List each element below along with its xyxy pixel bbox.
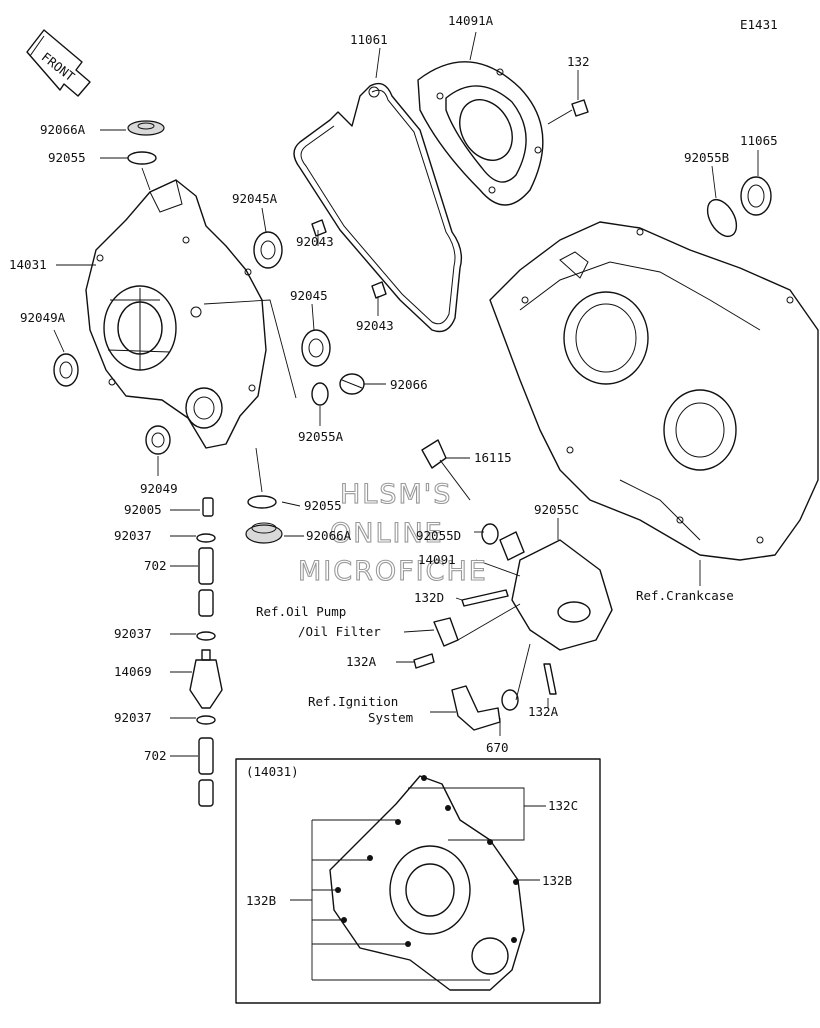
part-label-132: 132 [567, 54, 590, 69]
o-ring-92055B [706, 198, 738, 238]
part-label-132A: 132A [528, 704, 559, 719]
ref-system-label: System [368, 710, 413, 725]
part-label-16115: 16115 [474, 450, 512, 465]
bolt-132A-a [413, 653, 435, 669]
inset-cover-drawing [329, 775, 525, 991]
part-label-670: 670 [486, 740, 509, 755]
inset-box [235, 758, 601, 1004]
part-label-92005: 92005 [124, 502, 162, 517]
part-label-132B: 132B [246, 893, 276, 908]
ref-crankcase-label: Ref.Crankcase [636, 588, 734, 603]
front-arrow-icon: FRONT [26, 29, 91, 97]
part-label-92066A: 92066A [40, 122, 86, 137]
part-label-92045: 92045 [290, 288, 328, 303]
part-label-92055A: 92055A [298, 429, 344, 444]
part-label-132D: 132D [414, 590, 444, 605]
o-ring-92055D [481, 523, 499, 545]
part-label-92055: 92055 [304, 498, 342, 513]
dowel-92043-a [311, 219, 327, 237]
ref-oil-pump-label: Ref.Oil Pump [256, 604, 346, 619]
diagram-code: E1431 [740, 17, 778, 32]
bearing-92045A [253, 231, 283, 269]
cover-14091 [499, 531, 613, 651]
reference-labels: Ref.Crankcase Ref.Oil Pump /Oil Filter R… [256, 588, 734, 725]
part-label-14091A: 14091A [448, 13, 494, 28]
bolt-132A-b [543, 663, 557, 695]
part-label-132A: 132A [346, 654, 377, 669]
inset-title: (14031) [246, 764, 299, 779]
part-label-11061: 11061 [350, 32, 388, 47]
watermark: HLSM'S ONLINE MICROFICHE [297, 478, 488, 587]
part-label-92055C: 92055C [534, 502, 579, 517]
o-ring-92055A [311, 382, 329, 406]
plate-14091A [417, 61, 544, 206]
watermark-line-3: MICROFICHE [298, 556, 488, 587]
gasket-11061 [293, 82, 463, 333]
seal-92049A [53, 353, 79, 387]
bearing-92045 [301, 329, 331, 367]
part-label-702: 702 [144, 748, 167, 763]
dowel-92043-b [371, 281, 387, 299]
crankcase-outline [489, 221, 819, 561]
o-ring-92055-mid [247, 495, 277, 509]
part-label-14069: 14069 [114, 664, 152, 679]
watermark-line-1: HLSM'S [340, 479, 452, 510]
part-label-92049A: 92049A [20, 310, 66, 325]
part-label-92043: 92043 [296, 234, 334, 249]
washer-92066A-top [127, 120, 165, 136]
part-label-92055D: 92055D [416, 528, 461, 543]
ref-ignition-label: Ref.Ignition [308, 694, 398, 709]
hose-assembly [189, 497, 223, 807]
part-label-92049: 92049 [140, 481, 178, 496]
part-label-92037: 92037 [114, 626, 152, 641]
part-label-702: 702 [144, 558, 167, 573]
seal-11065 [740, 176, 772, 216]
part-label-14031: 14031 [9, 257, 47, 272]
plug-92066 [339, 373, 365, 395]
part-label-92043: 92043 [356, 318, 394, 333]
part-label-92066A: 92066A [306, 528, 352, 543]
part-label-92037: 92037 [114, 528, 152, 543]
watermark-line-2: ONLINE [330, 518, 444, 549]
part-label-132C: 132C [548, 798, 578, 813]
part-label-92055B: 92055B [684, 150, 729, 165]
ref-oil-filter-label: /Oil Filter [298, 624, 381, 639]
o-ring-92055-top [127, 151, 157, 165]
part-label-92066: 92066 [390, 377, 428, 392]
part-label-92055: 92055 [48, 150, 86, 165]
part-label-92045A: 92045A [232, 191, 278, 206]
cap-92066A-mid [245, 522, 283, 544]
part-label-132B: 132B [542, 873, 572, 888]
part-label-11065: 11065 [740, 133, 778, 148]
seal-92049 [145, 425, 171, 455]
bolt-132 [547, 99, 589, 125]
o-ring-670 [501, 689, 519, 711]
ignition-sensor [451, 685, 501, 731]
bolt-132D [461, 589, 509, 607]
part-labels: E1431 14091A 11061 132 11065 92055B 9206… [9, 13, 778, 908]
oil-pump-fitting [433, 617, 459, 647]
leader-lines [53, 31, 759, 981]
cover-14031 [85, 179, 267, 449]
part-label-92037: 92037 [114, 710, 152, 725]
part-label-14091: 14091 [418, 552, 456, 567]
